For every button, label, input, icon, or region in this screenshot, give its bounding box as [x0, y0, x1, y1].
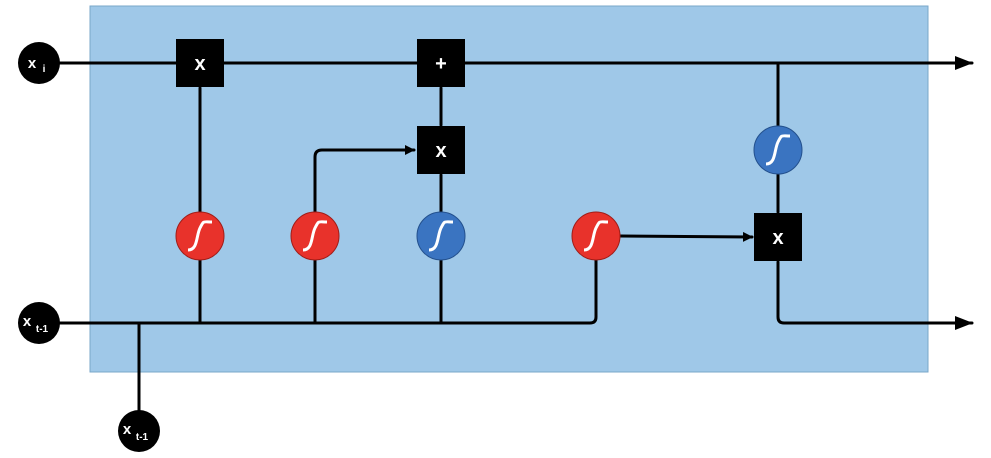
input-node-xt1-bottom: x t-1 [118, 410, 160, 452]
sigmoid-output-circle [571, 211, 621, 261]
input-node-xt1-left-sub: t-1 [36, 324, 49, 335]
add-op-top: + [417, 39, 465, 87]
multiply-op-right-box [754, 213, 802, 261]
input-node-xi-circle [18, 42, 60, 84]
multiply-op-mid-label: x [435, 140, 446, 162]
multiply-op-right-label: x [772, 227, 783, 249]
tanh-cell [753, 125, 803, 175]
sigmoid-output [571, 211, 621, 261]
sigmoid-curve-icon [765, 134, 791, 166]
input-node-xt1-left-circle [18, 302, 60, 344]
input-node-xt1-left: x t-1 [18, 302, 60, 344]
sigmoid-input-circle [290, 211, 340, 261]
tanh-candidate-circle [416, 211, 466, 261]
hidden-output-line [776, 260, 974, 330]
tanh-cell-circle [753, 125, 803, 175]
sigmoid-curve-icon [187, 220, 213, 252]
add-op-top-box [417, 39, 465, 87]
multiply-op-top-box [176, 39, 224, 87]
sigmoid-forget [175, 211, 225, 261]
input-node-xt1-bottom-sub: t-1 [136, 432, 149, 443]
sigmoid-curve-icon [302, 220, 328, 252]
input-node-xi-label: x [28, 55, 37, 72]
cell-panel [89, 5, 929, 373]
multiply-op-top: x [176, 39, 224, 87]
input-gate-line [313, 145, 416, 325]
input-node-xi: x i [18, 42, 60, 84]
multiply-op-mid-box [417, 126, 465, 174]
input-node-xt1-bottom-circle [118, 410, 160, 452]
add-op-top-label: + [435, 53, 447, 75]
sigmoid-input [290, 211, 340, 261]
input-node-xi-sub: i [43, 64, 46, 75]
output-gate-line [618, 231, 754, 242]
sigmoid-forget-circle [175, 211, 225, 261]
multiply-op-right: x [754, 213, 802, 261]
input-node-xi-base: x [28, 55, 37, 72]
input-node-xt1-bottom-base: x [123, 421, 132, 438]
sigmoid-curve-icon [428, 220, 454, 252]
bottom-hidden-line [58, 258, 598, 325]
multiply-op-top-label: x [194, 53, 205, 75]
multiply-op-mid: x [417, 126, 465, 174]
input-node-xt1-left-base: x [23, 313, 32, 330]
tanh-candidate [416, 211, 466, 261]
sigmoid-curve-icon [583, 220, 609, 252]
